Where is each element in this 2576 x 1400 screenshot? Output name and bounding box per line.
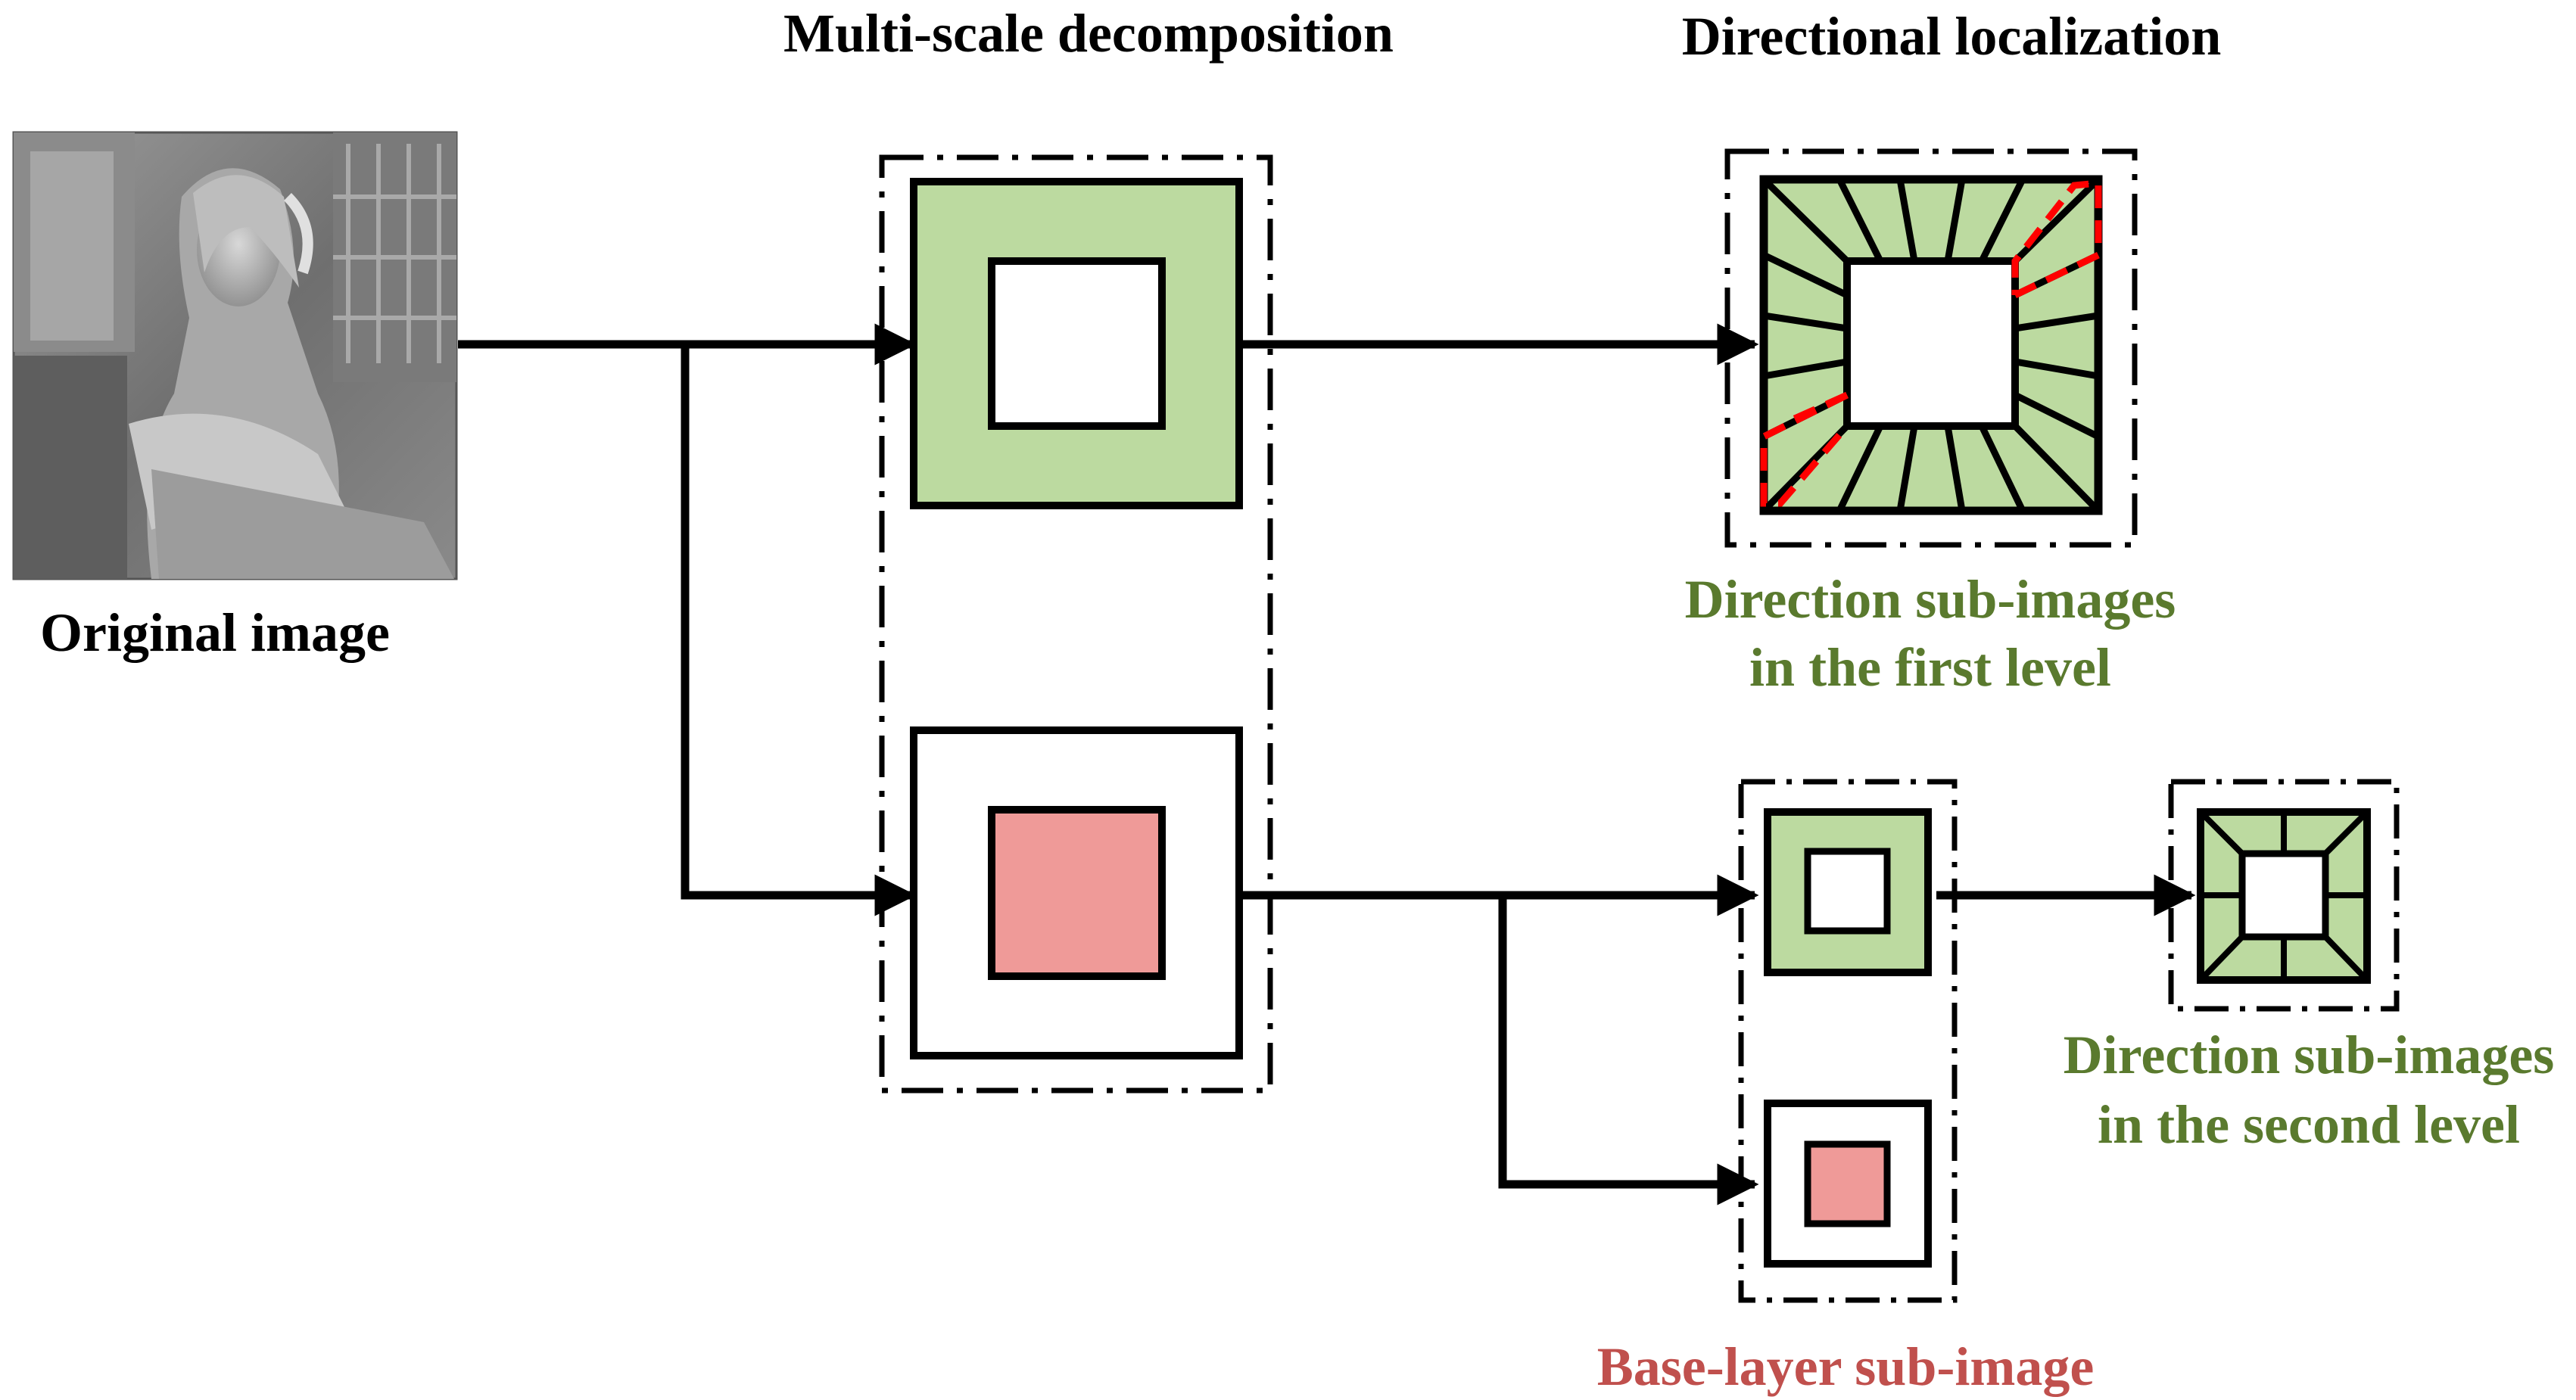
caption-original-image: Original image: [40, 602, 390, 663]
multiscale-dashdot-frame: [879, 154, 1273, 1094]
highlighted-wedges: [1760, 179, 2102, 507]
second-level-highpass-box: [1764, 808, 1932, 976]
second-level-directional-frame: [2168, 779, 2400, 1012]
caption-second-level-line1: Direction sub-images: [2064, 1025, 2555, 1085]
caption-base-layer: Base-layer sub-image: [1597, 1336, 2095, 1397]
heading-multiscale: Multi-scale decomposition: [783, 3, 1394, 64]
directional-dashdot-frame: [1724, 148, 2138, 548]
heading-directional: Directional localization: [1682, 6, 2222, 67]
second-level-directional-box: [2197, 808, 2371, 984]
caption-second-level-line2: in the second level: [2098, 1094, 2520, 1155]
lowpass-subband-box: [910, 726, 1243, 1059]
original-image: [12, 131, 458, 580]
first-level-directional-box: [1759, 175, 2103, 515]
highpass-subband-box: [910, 178, 1243, 509]
caption-first-level-line1: Direction sub-images: [1685, 569, 2176, 630]
arrows-secondary: [1241, 323, 2196, 1206]
arrows-main: [458, 323, 917, 916]
second-level-dashdot-frame: [1738, 779, 1958, 1303]
caption-first-level-line2: in the first level: [1749, 637, 2111, 698]
second-level-lowpass-box: [1764, 1100, 1932, 1268]
